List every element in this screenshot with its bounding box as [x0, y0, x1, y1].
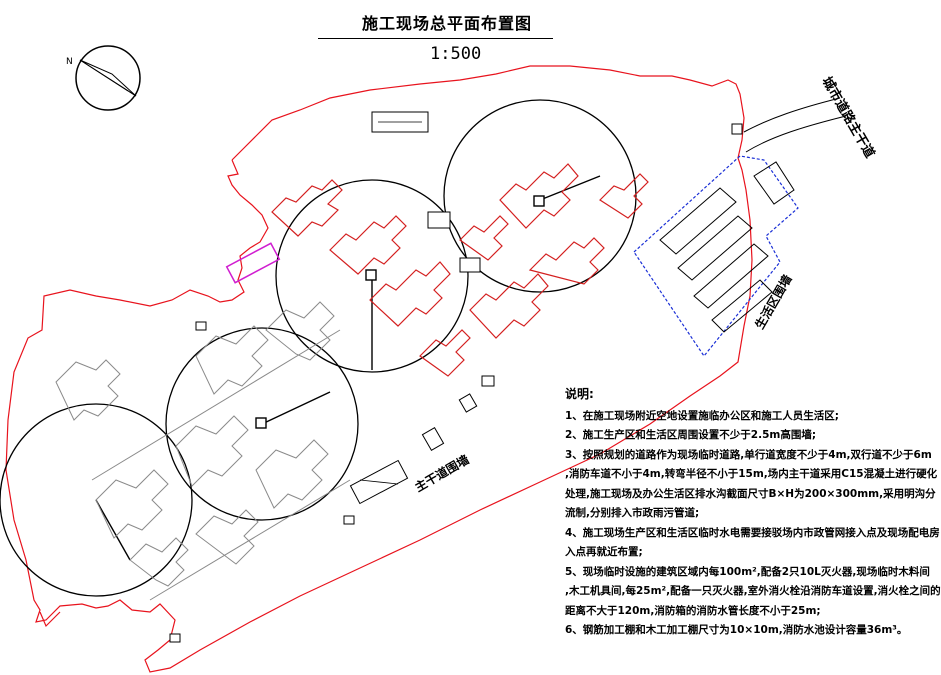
facility-box-3 — [481, 375, 495, 387]
note-line-3: 3、按照规划的道路作为现场临时道路,单行道宽度不少于4m,双行道不少于6m — [565, 448, 932, 461]
crane-circle-1 — [275, 179, 469, 373]
building-1 — [271, 179, 343, 237]
existing-buildings — [55, 301, 351, 601]
note-line-1: 1、在施工现场附近空地设置施临办公区和施工人员生活区; — [565, 409, 840, 422]
crane-circle-2 — [443, 99, 637, 293]
living-area-label: 生活区围墙 — [752, 272, 795, 331]
existing-5 — [255, 439, 329, 509]
existing-7 — [129, 537, 189, 587]
note-line-7: 4、施工现场生产区和生活区临时水电需要接驳场内市政管网接入点及现场配电房 — [565, 526, 940, 539]
building-2 — [329, 215, 407, 275]
building-8 — [599, 173, 649, 219]
note-line-12: 6、钢筋加工棚和木工加工棚尺寸为10×10m,消防水池设计容量36m³。 — [565, 624, 908, 636]
facility-box-2 — [459, 257, 481, 273]
facility-box-7 — [731, 123, 743, 135]
building-5 — [499, 163, 579, 229]
crane-circle-3 — [165, 327, 359, 521]
site-boundary — [5, 65, 753, 673]
facility-box-hatching — [359, 121, 422, 485]
crane-coverage — [0, 99, 637, 597]
note-line-11: 距离不大于120m,消防箱的消防水管长度不小于25m; — [565, 604, 821, 617]
scale-label: 1:500 — [430, 44, 482, 64]
existing-1 — [55, 359, 121, 421]
site-plan: N 城市道路主干道 — [0, 45, 878, 673]
building-6 — [469, 273, 549, 339]
existing-2 — [195, 325, 269, 395]
title-underline — [318, 38, 553, 39]
crane-booms — [95, 175, 601, 561]
facility-box-1 — [427, 211, 451, 229]
boundary-notch — [39, 611, 61, 628]
living-area-buildings — [659, 161, 795, 333]
building-4 — [419, 329, 471, 377]
note-line-4: ,消防车道不小于4m,转弯半径不小于15m,场内主干道采用C15混凝土进行硬化 — [565, 468, 938, 480]
living-area — [633, 155, 799, 358]
facility-box-8 — [421, 427, 445, 451]
existing-6 — [95, 469, 169, 539]
note-line-8: 入点再就近布置; — [565, 546, 643, 558]
notes-heading: 说明: — [565, 387, 594, 401]
note-line-6: 流制,分别排入市政雨污管道; — [565, 507, 700, 519]
existing-3 — [265, 301, 335, 361]
existing-8 — [195, 509, 259, 565]
building-3 — [369, 261, 451, 327]
facility-box-4 — [195, 321, 207, 331]
new-buildings — [271, 163, 649, 377]
gate-marker — [225, 242, 281, 284]
note-line-9: 5、现场临时设施的建筑区域内每100m²,配备2只10L灭火器,现场临时木料间 — [565, 565, 930, 578]
compass-icon: N — [66, 45, 141, 111]
page-title: 施工现场总平面布置图 — [362, 14, 533, 33]
note-line-10: ,木工机具间,每25m²,配备一只灭火器,室外消火栓沿消防车道设置,消火栓之间的 — [565, 585, 941, 597]
note-line-5: 处理,施工现场及办公生活区排水沟截面尺寸B×H为200×300mm,采用明沟分 — [565, 487, 936, 500]
north-label: N — [66, 57, 73, 67]
existing-4 — [175, 415, 249, 487]
main-road: 城市道路主干道 — [743, 74, 878, 161]
road-bottom-label: 主干道围墙 — [412, 452, 471, 495]
facility-box-6 — [169, 633, 181, 643]
building-7 — [528, 237, 605, 285]
notes-section: 说明: 1、在施工现场附近空地设置施临办公区和施工人员生活区; 2、施工生产区和… — [565, 385, 941, 641]
crane-circle-4 — [0, 403, 193, 597]
building-9 — [459, 215, 509, 261]
facility-box-5 — [343, 515, 355, 525]
note-line-2: 2、施工生产区和生活区周围设置不少于2.5m高围墙; — [565, 429, 817, 441]
road-right-label: 城市道路主干道 — [819, 74, 878, 161]
facility-box-9 — [458, 393, 478, 413]
